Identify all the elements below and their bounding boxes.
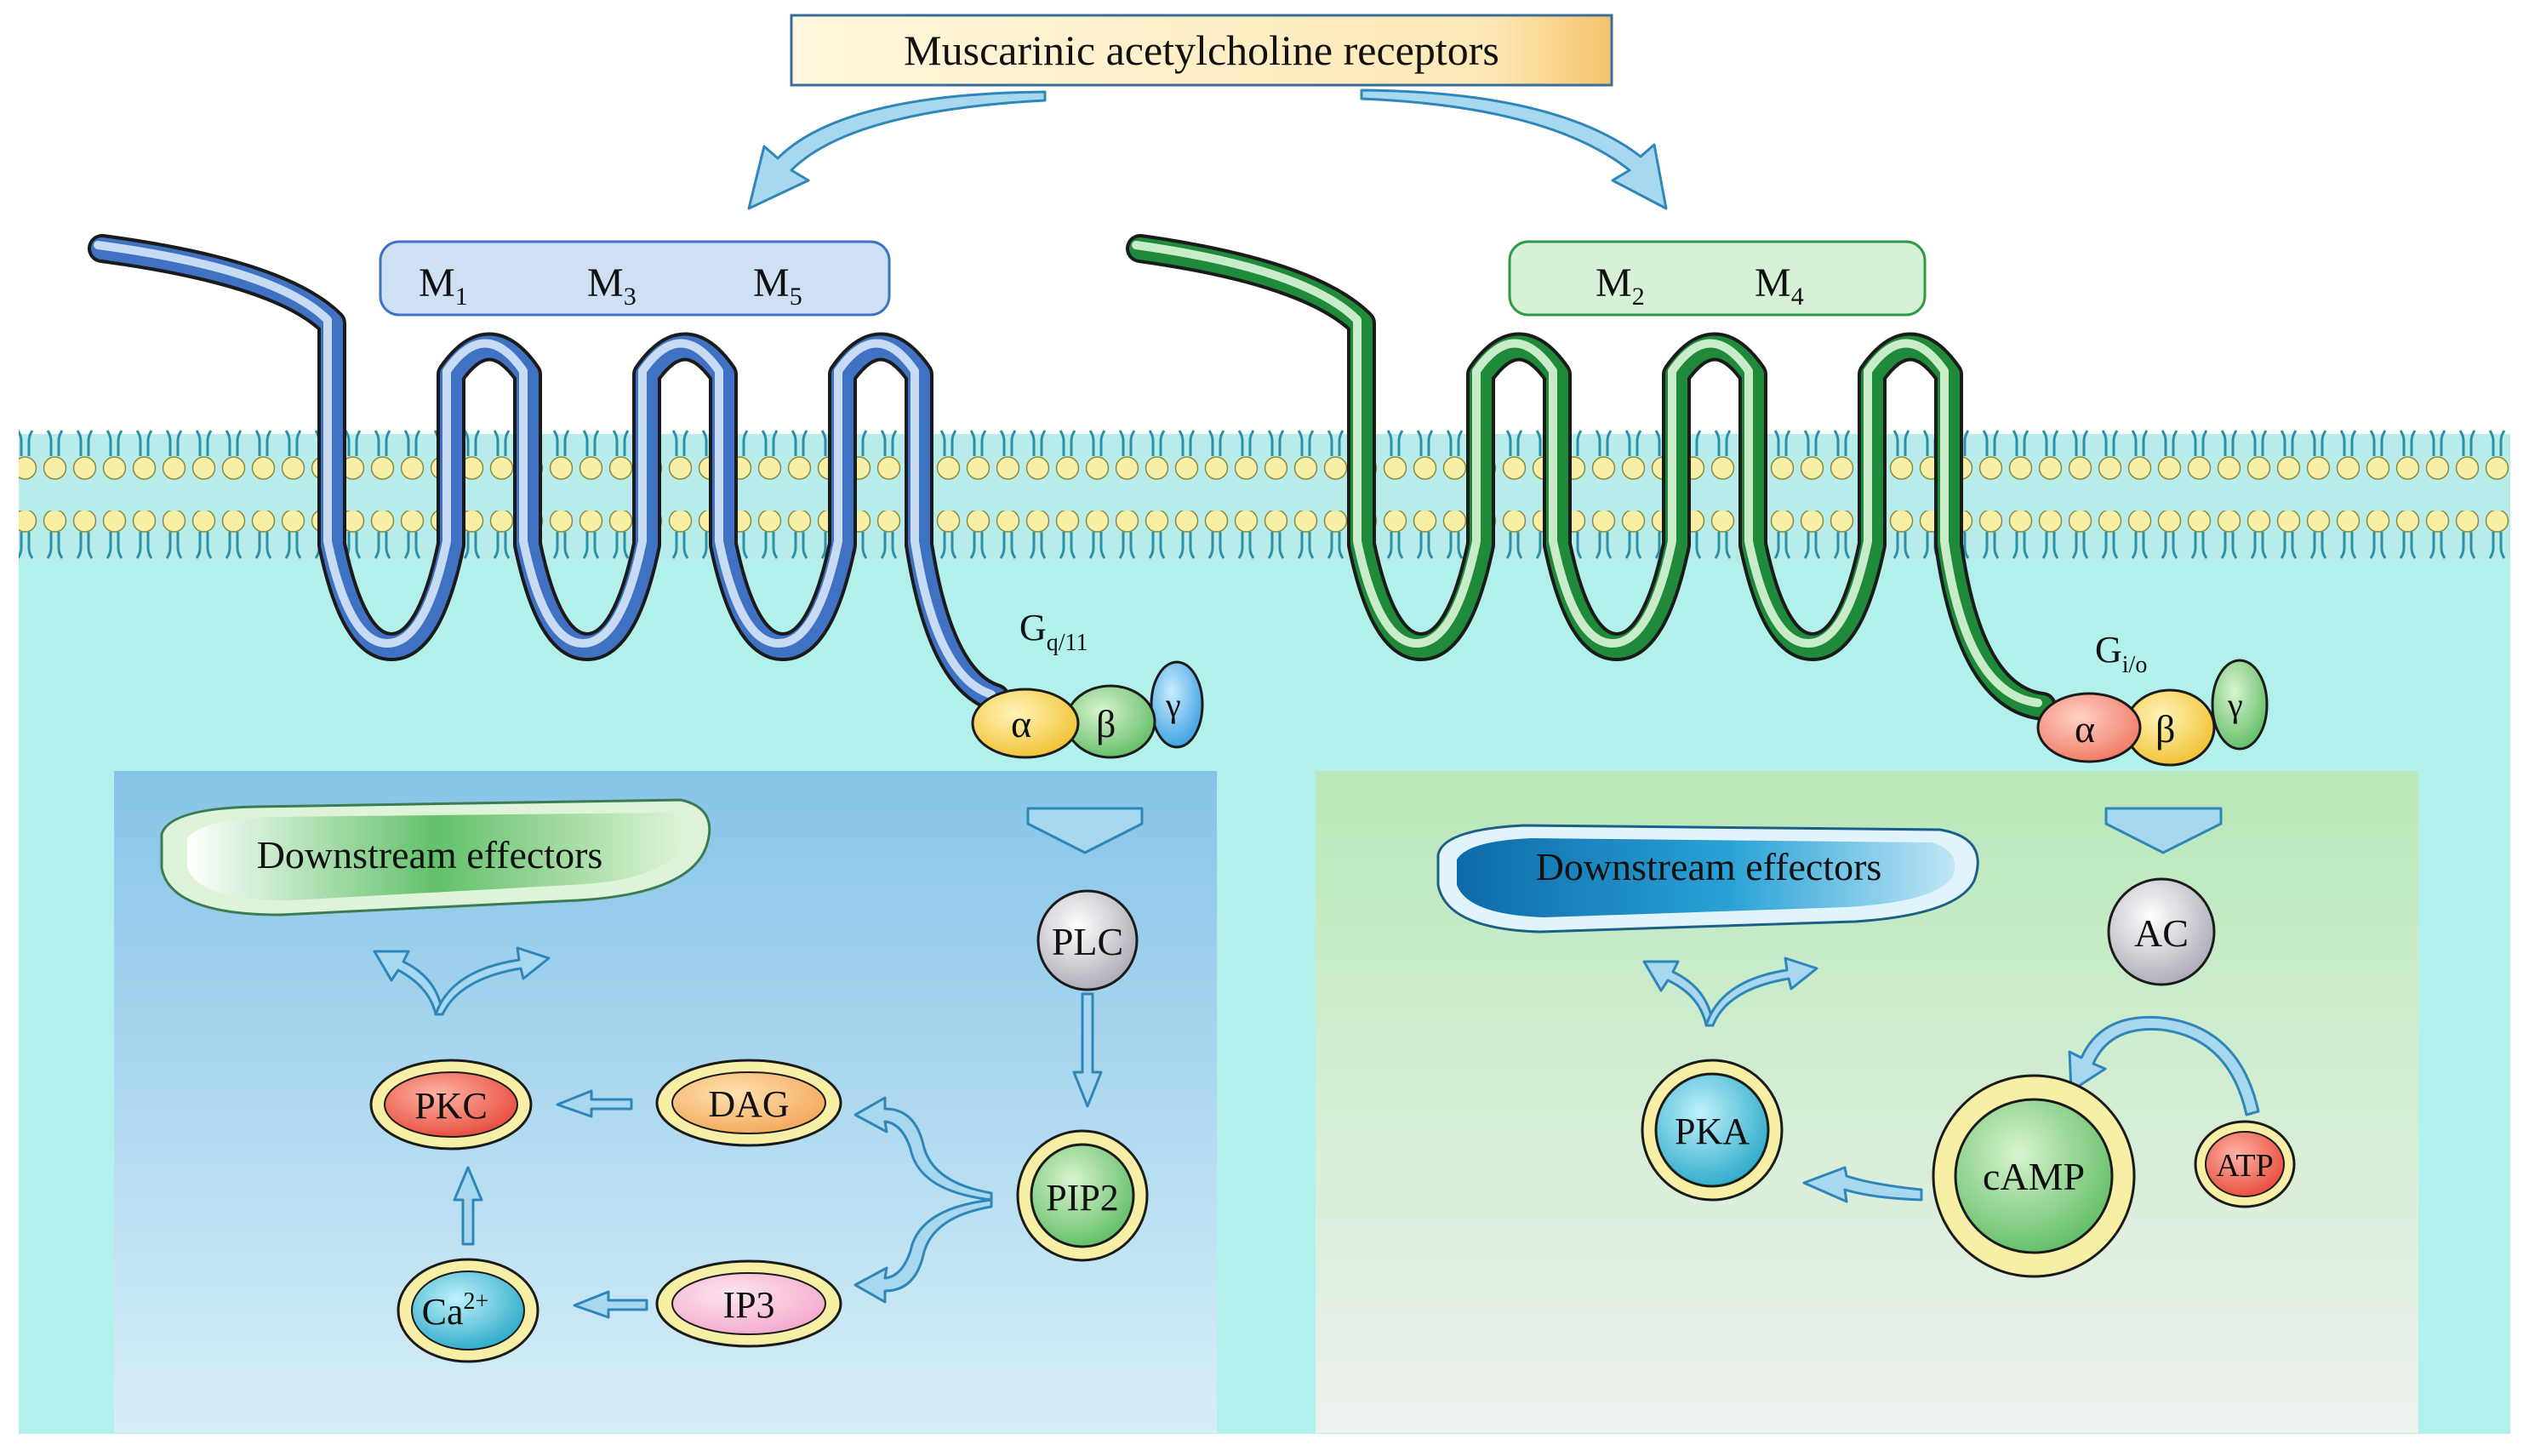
atp-to-camp-arrow	[2068, 1015, 2260, 1116]
right-g-protein: Gi/o γ β α	[2036, 629, 2269, 767]
left-downstream-effectors-label: Downstream effectors	[257, 833, 603, 876]
subtype-m4: M4	[1755, 260, 1804, 311]
right-downstream-effectors-label: Downstream effectors	[1536, 845, 1882, 888]
svg-text:DAG: DAG	[708, 1083, 789, 1125]
right-alpha-subunit	[2036, 692, 2142, 763]
svg-text:PIP2: PIP2	[1046, 1177, 1119, 1219]
title-box: Muscarinic acetylcholine receptors	[790, 14, 1613, 87]
dag-to-pkc-arrow	[556, 1089, 633, 1118]
subtype-m5: M5	[753, 260, 802, 311]
right-subtype-box: M2 M4	[1508, 240, 1927, 317]
ip3-node: IP3	[655, 1259, 842, 1348]
svg-text:γ: γ	[2227, 686, 2243, 724]
pip2-split-arrow	[853, 1096, 993, 1304]
left-receptor-m1-m3-m5	[88, 234, 1010, 712]
left-branch-arrows	[373, 946, 551, 1016]
left-downstream-effectors: Downstream effectors	[160, 798, 711, 916]
pip2-node: PIP2	[1016, 1129, 1149, 1262]
plc-node: PLC	[1036, 889, 1139, 991]
svg-text:α: α	[2075, 707, 2095, 751]
svg-text:γ: γ	[1165, 686, 1181, 724]
atp-node: ATP	[2194, 1120, 2296, 1208]
ca-node: Ca2+	[397, 1258, 539, 1363]
subtype-m3: M3	[587, 260, 637, 311]
subtype-m2: M2	[1596, 260, 1645, 311]
svg-text:β: β	[2155, 707, 2175, 751]
title-text: Muscarinic acetylcholine receptors	[904, 26, 1499, 74]
right-gamma-subunit	[2211, 659, 2269, 751]
svg-text:ATP: ATP	[2216, 1148, 2274, 1184]
left-g-protein: Gq/11 γ β α	[971, 607, 1204, 759]
ip3-to-ca-arrow	[573, 1290, 648, 1319]
right-g-protein-label: Gi/o	[2095, 629, 2147, 678]
camp-to-pka-arrow	[1802, 1166, 1923, 1203]
ca-label: Ca2+	[422, 1288, 489, 1333]
svg-text:α: α	[1011, 702, 1031, 745]
pka-node: PKA	[1641, 1059, 1784, 1202]
dag-node: DAG	[655, 1059, 842, 1147]
left-down-arrow	[1026, 807, 1144, 854]
left-g-protein-label: Gq/11	[1019, 607, 1088, 656]
subtype-m1: M1	[419, 260, 468, 311]
left-alpha-subunit	[971, 688, 1080, 759]
svg-text:IP3: IP3	[722, 1284, 774, 1326]
right-down-arrow	[2104, 807, 2223, 854]
pkc-node: PKC	[369, 1059, 533, 1151]
ca-to-pkc-arrow	[453, 1166, 483, 1246]
right-receptor-m2-m4	[1126, 234, 2057, 721]
svg-text:cAMP: cAMP	[1983, 1155, 2085, 1198]
plc-to-pip2-arrow	[1072, 992, 1103, 1108]
left-gamma-subunit	[1150, 660, 1204, 749]
camp-node: cAMP	[1932, 1074, 2136, 1278]
title-arrows	[747, 89, 1668, 210]
ac-node: AC	[2107, 877, 2216, 986]
right-downstream-effectors: Downstream effectors	[1436, 824, 1979, 934]
svg-text:PKC: PKC	[414, 1085, 488, 1127]
svg-text:β: β	[1096, 702, 1116, 745]
left-subtype-box: M1 M3 M5	[379, 240, 891, 317]
svg-text:AC: AC	[2134, 911, 2189, 955]
right-branch-arrows	[1642, 956, 1818, 1027]
svg-text:PKA: PKA	[1675, 1111, 1750, 1152]
cell-membrane	[19, 422, 2510, 575]
svg-text:PLC: PLC	[1052, 920, 1123, 963]
